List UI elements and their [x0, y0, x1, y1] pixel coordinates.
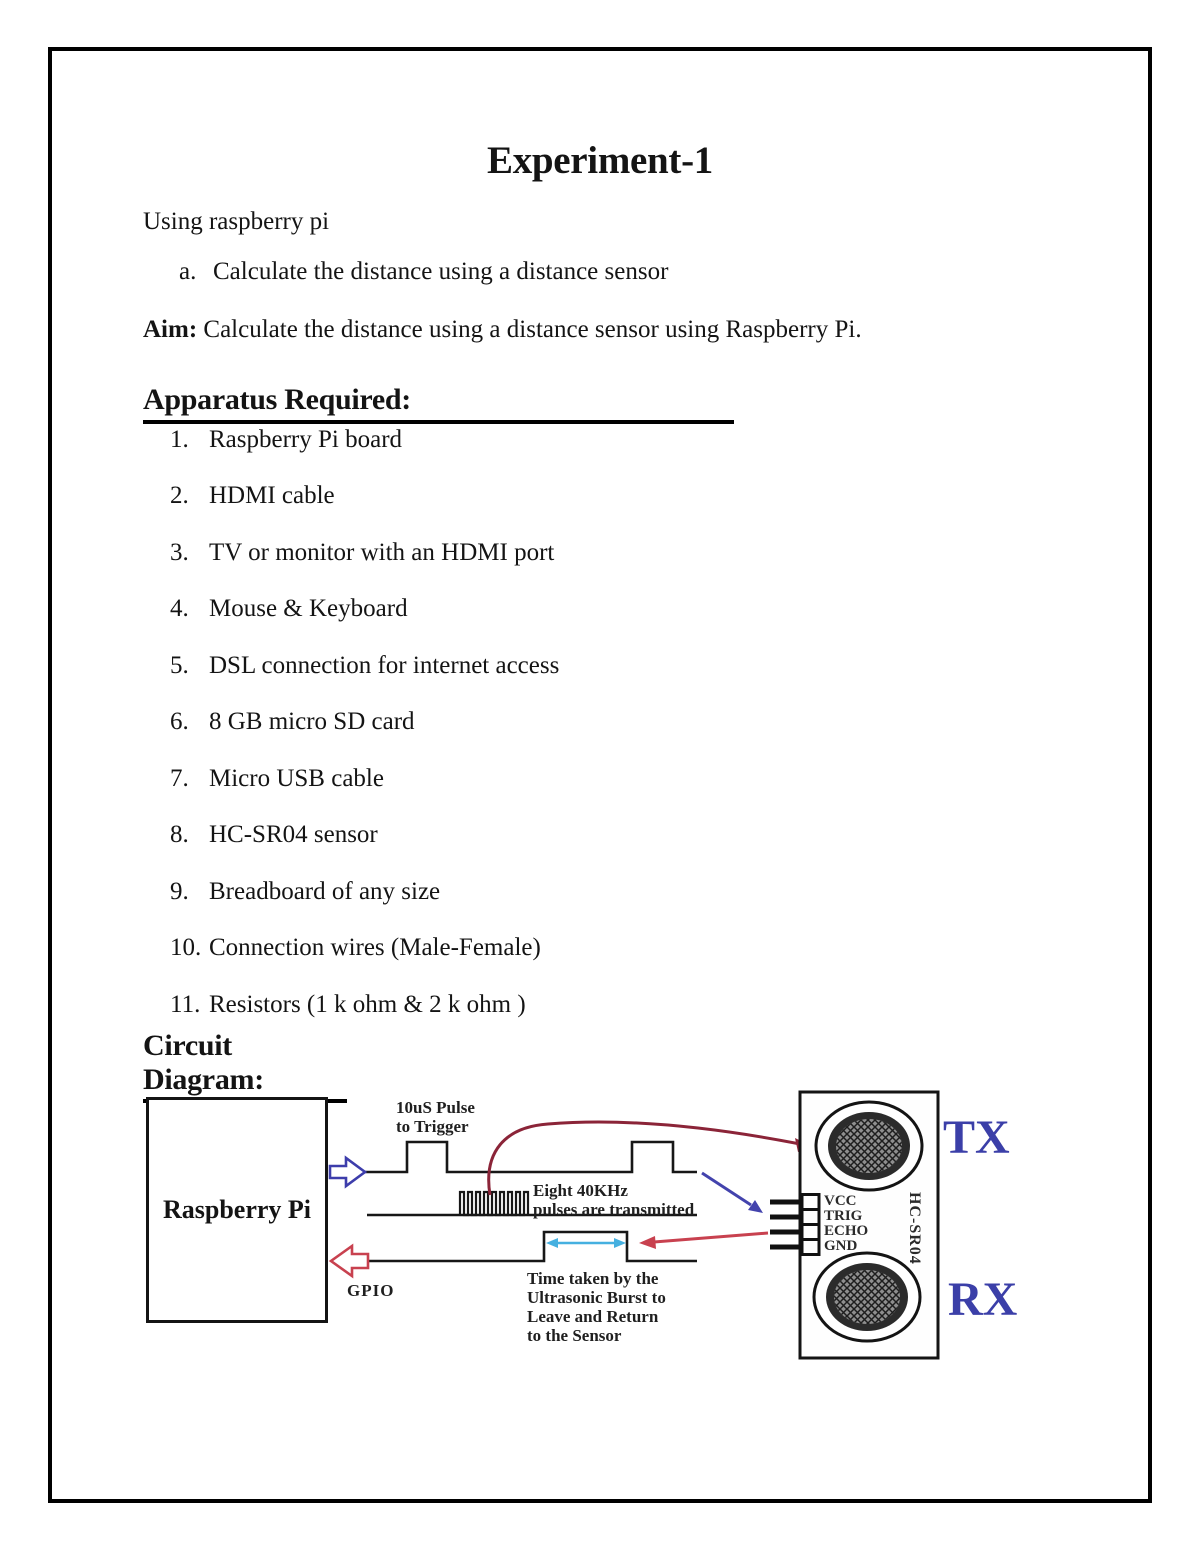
- item-number: 8.: [170, 821, 189, 848]
- item-text: Micro USB cable: [209, 765, 384, 792]
- intro-text: Using raspberry pi: [143, 208, 330, 235]
- trigger-pulse-label: 10uS Pulse to Trigger: [396, 1098, 475, 1136]
- pin-label-echo: ECHO: [824, 1223, 869, 1239]
- apparatus-item: 8. HC-SR04 sensor: [0, 821, 1200, 849]
- apparatus-item: 11. Resistors (1 k ohm & 2 k ohm ): [0, 991, 1200, 1019]
- item-number: 5.: [170, 652, 189, 679]
- aim-text: Calculate the distance using a distance …: [203, 316, 862, 343]
- aim-line: Aim: Calculate the distance using a dist…: [143, 316, 862, 344]
- apparatus-item: 4. Mouse & Keyboard: [0, 595, 1200, 623]
- tx-label: TX: [943, 1111, 1010, 1164]
- echo-time-label: Time taken by the Ultrasonic Burst to Le…: [527, 1269, 666, 1345]
- item-number: 1.: [170, 426, 189, 453]
- item-text: HC-SR04 sensor: [209, 821, 378, 848]
- apparatus-item: 5. DSL connection for internet access: [0, 652, 1200, 680]
- apparatus-item: 3. TV or monitor with an HDMI port: [0, 539, 1200, 567]
- item-number: 2.: [170, 482, 189, 509]
- item-number: 3.: [170, 539, 189, 566]
- objective-text: Calculate the distance using a distance …: [213, 258, 669, 285]
- burst-label: Eight 40KHz pulses are transmitted: [533, 1181, 695, 1219]
- item-text: Raspberry Pi board: [209, 426, 403, 453]
- apparatus-item: 10. Connection wires (Male-Female): [0, 934, 1200, 962]
- item-number: 6.: [170, 708, 189, 735]
- apparatus-item: 7. Micro USB cable: [0, 765, 1200, 793]
- objective-line: a. Calculate the distance using a distan…: [0, 258, 1200, 286]
- item-number: 10.: [170, 934, 202, 961]
- apparatus-item: 6. 8 GB micro SD card: [0, 708, 1200, 736]
- item-text: TV or monitor with an HDMI port: [209, 539, 555, 566]
- rx-label: RX: [948, 1273, 1018, 1326]
- item-text: Breadboard of any size: [209, 878, 441, 905]
- item-number: 4.: [170, 595, 189, 622]
- pin-label-trig: TRIG: [824, 1208, 863, 1224]
- aim-label: Aim:: [143, 316, 198, 343]
- pin-label-vcc: VCC: [824, 1193, 857, 1209]
- item-number: 9.: [170, 878, 189, 905]
- item-text: Connection wires (Male-Female): [209, 934, 541, 961]
- item-text: Mouse & Keyboard: [209, 595, 408, 622]
- pin-label-gnd: GND: [824, 1238, 858, 1254]
- objective-marker: a.: [179, 258, 197, 285]
- apparatus-item: 9. Breadboard of any size: [0, 878, 1200, 906]
- circuit-heading: Circuit Diagram:: [143, 1029, 347, 1103]
- item-text: 8 GB micro SD card: [209, 708, 415, 735]
- apparatus-item: 2. HDMI cable: [0, 482, 1200, 510]
- raspberry-pi-box: Raspberry Pi: [146, 1097, 328, 1323]
- item-number: 7.: [170, 765, 189, 792]
- item-number: 11.: [170, 991, 201, 1018]
- item-text: HDMI cable: [209, 482, 335, 509]
- apparatus-item: 1. Raspberry Pi board: [0, 426, 1200, 454]
- item-text: DSL connection for internet access: [209, 652, 560, 679]
- page-title: Experiment-1: [486, 139, 714, 182]
- module-name-label: HC-SR04: [906, 1192, 923, 1265]
- gpio-label: GPIO: [347, 1281, 395, 1300]
- apparatus-heading: Apparatus Required:: [143, 383, 734, 424]
- raspberry-pi-label: Raspberry Pi: [162, 1195, 312, 1224]
- item-text: Resistors (1 k ohm & 2 k ohm ): [209, 991, 526, 1018]
